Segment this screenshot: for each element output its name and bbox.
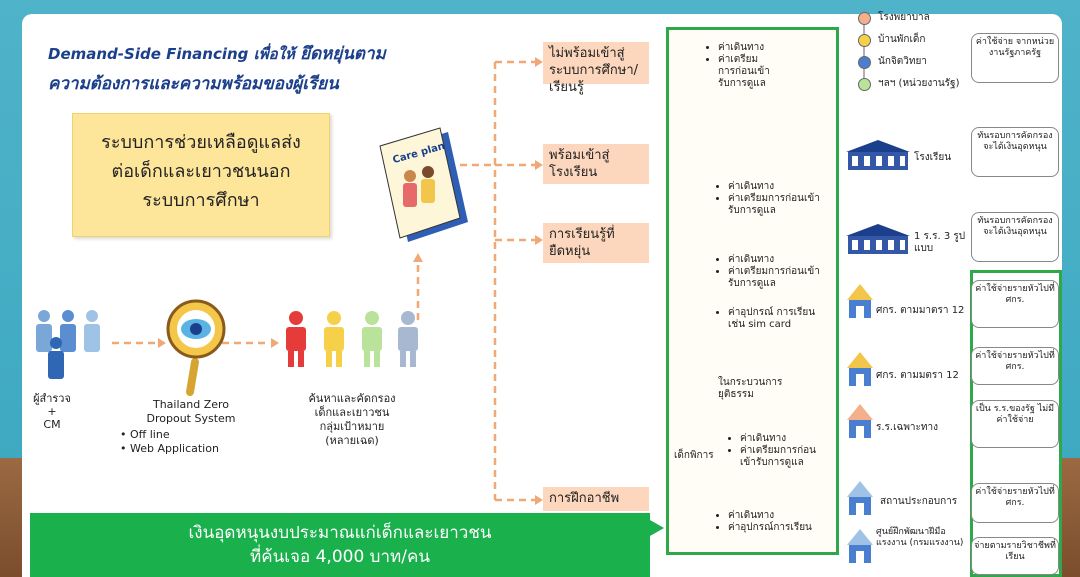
destination-workplace: สถานประกอบการ — [880, 496, 958, 507]
note-item: ค่าเตรียมการก่อนเข้ารับการดูแล — [718, 54, 772, 90]
house-blue-icon-1 — [847, 481, 873, 515]
support-system-box: ระบบการช่วยเหลือดูแลส่ง ต่อเด็กและเยาวชน… — [72, 113, 330, 237]
right-note-nfe-1: ค่าใช้จ่ายรายหัวไปที่ ศกร. — [971, 280, 1059, 328]
system-name-line1: Thailand Zero — [152, 398, 230, 411]
service-child-home: บ้านพักเด็ก — [878, 34, 926, 45]
note-item: ค่าเดินทาง — [728, 510, 830, 522]
screening-line4: (หลายเฉด) — [325, 434, 379, 447]
house-yellow-icon-1 — [847, 284, 873, 318]
house-pink-icon — [847, 404, 873, 438]
right-note-nfe-3: ค่าใช้จ่ายรายหัวไปที่ ศกร. — [971, 483, 1059, 523]
mode-web-application: Web Application — [130, 442, 219, 455]
note-disabled: ค่าเดินทาง ค่าเตรียมการก่อนเข้ารับการดูแ… — [730, 433, 830, 469]
service-government: ฯลฯ (หน่วยงานรัฐ) — [878, 78, 960, 89]
screening-line3: กลุ่มเป้าหมาย — [319, 420, 385, 433]
service-hospital: โรงพยาบาล — [878, 12, 930, 23]
title-prefix: Demand-Side Financing เพื่อให้ — [48, 45, 295, 63]
government-pin-icon — [858, 78, 871, 91]
subsidy-banner: เงินอุดหนุนงบประมาณแก่เด็กและเยาวชน ที่ค… — [30, 513, 650, 577]
right-note-screening-1: ทันรอบการคัดกรอง จะได้เงินอุดหนุน — [971, 127, 1059, 177]
hospital-pin-icon — [858, 12, 871, 25]
destination-nfe-section12-a: ศกร. ตามมาตรา 12 — [876, 305, 965, 316]
subsidy-arrow-head-icon — [650, 520, 664, 536]
note-vocational: ค่าเดินทาง ค่าอุปกรณ์การเรียน — [718, 510, 830, 534]
right-note-vocational: จ่ายตามรายวิชาชีพที่เรียน — [971, 537, 1059, 575]
support-system-line3: ระบบการศึกษา — [142, 190, 260, 211]
magnifier-icon — [166, 299, 226, 396]
school-building-icon — [846, 140, 910, 170]
care-plan-book-icon — [379, 127, 468, 242]
screening-people-icon — [286, 311, 418, 367]
house-yellow-icon-2 — [847, 352, 873, 386]
subsidy-line1: เงินอุดหนุนงบประมาณแก่เด็กและเยาวชน — [188, 523, 492, 543]
note-item: ค่าเดินทาง — [728, 254, 830, 266]
destination-special-school: ร.ร.เฉพาะทาง — [876, 422, 938, 433]
surveyor-label-line2: CM — [43, 418, 61, 431]
note-ready-school: ค่าเดินทาง ค่าเตรียมการก่อนเข้ารับการดูแ… — [718, 181, 830, 217]
note-justice: ในกระบวนการยุติธรรม — [718, 377, 783, 400]
diagram-title-line2: ความต้องการและความพร้อมของผู้เรียน — [48, 74, 339, 94]
note-item: ค่าเตรียมการก่อนเข้ารับการดูแล — [728, 266, 830, 290]
house-blue-icon-2 — [847, 529, 873, 563]
support-system-line1: ระบบการช่วยเหลือดูแลส่ง — [101, 132, 301, 153]
screening-label: ค้นหาและคัดกรอง เด็กและเยาวชน กลุ่มเป้าห… — [292, 392, 412, 448]
destination-skill-center: ศูนย์ฝึกพัฒนาฝีมือแรงงาน (กรมแรงงาน) — [876, 527, 964, 548]
note-item: ค่าอุปกรณ์ การเรียน เช่น sim card — [728, 307, 830, 331]
surveyor-people-icon — [36, 310, 100, 379]
surveyor-label: ผู้สำรวจ + CM — [28, 392, 76, 431]
category-ready-for-school: พร้อมเข้าสู่โรงเรียน — [543, 144, 649, 184]
right-note-nfe-2: ค่าใช้จ่ายรายหัวไปที่ ศกร. — [971, 347, 1059, 385]
psychologist-pin-icon — [858, 56, 871, 69]
service-psychologist: นักจิตวิทยา — [878, 56, 927, 67]
screening-line1: ค้นหาและคัดกรอง — [308, 392, 396, 405]
category-flexible-learning: การเรียนรู้ที่ยืดหยุ่น — [543, 223, 649, 263]
system-modes-list: • Off line • Web Application — [120, 428, 219, 455]
system-name-line2: Dropout System — [146, 412, 236, 425]
destination-nfe-section12-b: ศกร. ตามมตรา 12 — [876, 370, 959, 381]
title-emphasis: ยึดหยุ่นตาม — [300, 44, 386, 64]
childhome-pin-icon — [858, 34, 871, 47]
support-system-line2: ต่อเด็กและเยาวชนนอก — [111, 161, 291, 182]
note-equipment: ค่าอุปกรณ์ การเรียน เช่น sim card — [718, 307, 830, 331]
note-item: ค่าเดินทาง — [718, 42, 772, 54]
category-vocational-training: การฝึกอาชีพ — [543, 487, 649, 511]
right-note-gov-expense: ค่าใช้จ่าย จากหน่วยงานรัฐภาครัฐ — [971, 33, 1059, 83]
note-item: ค่าเตรียมการก่อนเข้ารับการดูแล — [728, 193, 830, 217]
note-item: ค่าเตรียมการก่อนเข้ารับการดูแล — [740, 445, 830, 469]
school-building-3-forms-icon — [846, 224, 910, 254]
note-item: ค่าอุปกรณ์การเรียน — [728, 522, 830, 534]
system-name-label: Thailand Zero Dropout System — [136, 398, 246, 426]
note-not-ready: ค่าเดินทาง ค่าเตรียมการก่อนเข้ารับการดูแ… — [708, 42, 772, 90]
subsidy-line2: ที่ค้นเจอ 4,000 บาท/คน — [250, 547, 430, 567]
destination-school-3-forms: 1 ร.ร. 3 รูปแบบ — [914, 231, 966, 254]
note-item: ค่าเดินทาง — [728, 181, 830, 193]
note-item: ค่าเดินทาง — [740, 433, 830, 445]
note-flexible: ค่าเดินทาง ค่าเตรียมการก่อนเข้ารับการดูแ… — [718, 254, 830, 290]
category-not-ready: ไม่พร้อมเข้าสู่ระบบการศึกษา/เรียนรู้ — [543, 42, 649, 95]
expense-support-box — [666, 27, 839, 555]
surveyor-label-line1: ผู้สำรวจ + — [33, 392, 71, 418]
destination-school: โรงเรียน — [914, 152, 952, 163]
diagram-title-line1: Demand-Side Financing เพื่อให้ ยึดหยุ่นต… — [48, 40, 386, 67]
right-note-public-school: เป็น ร.ร.ของรัฐ ไม่มีค่าใช้จ่าย — [971, 400, 1059, 448]
right-note-screening-2: ทันรอบการคัดกรอง จะได้เงินอุดหนุน — [971, 212, 1059, 262]
note-disabled-title: เด็กพิการ — [674, 450, 714, 461]
screening-line2: เด็กและเยาวชน — [314, 406, 390, 419]
diagram-panel — [22, 14, 1062, 577]
mode-offline: Off line — [130, 428, 170, 441]
